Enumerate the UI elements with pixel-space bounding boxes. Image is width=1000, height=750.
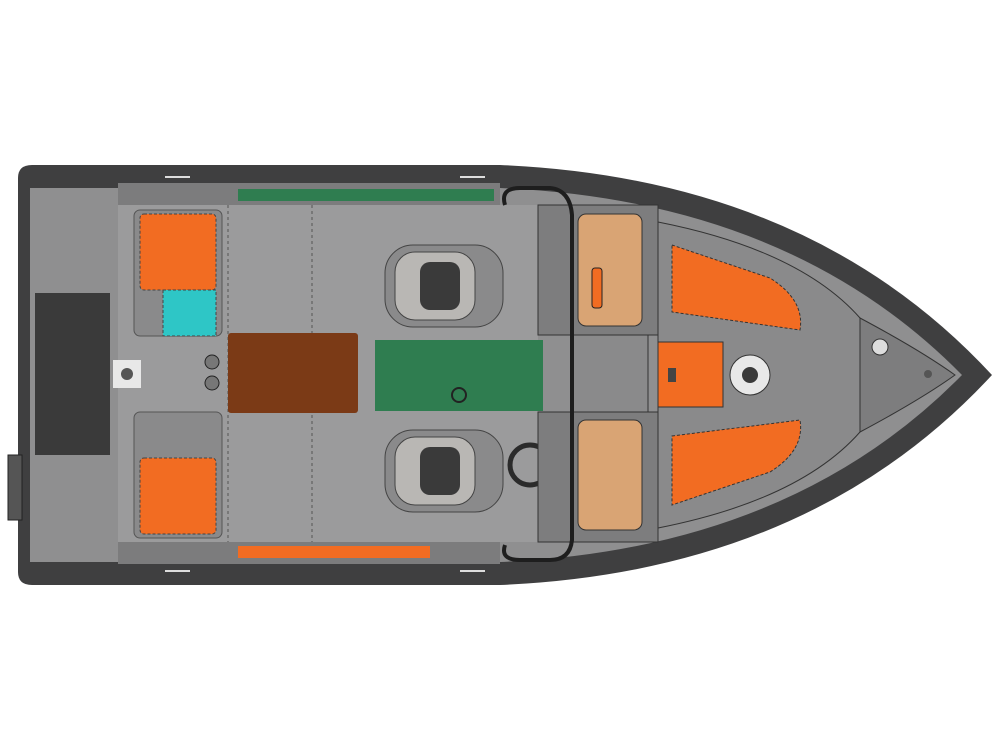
casting-deck-wood bbox=[228, 333, 358, 413]
bow-storage-hatch bbox=[657, 341, 724, 408]
cleat-icons bbox=[165, 176, 485, 572]
hatch-latch-icon bbox=[451, 387, 467, 403]
captain-chair-starboard bbox=[384, 429, 504, 513]
trolling-motor-hole bbox=[742, 367, 758, 383]
console-dash-starboard bbox=[577, 419, 643, 531]
glovebox-latch bbox=[591, 267, 603, 309]
orange-rod-storage bbox=[238, 546, 430, 558]
switch-icon-2 bbox=[204, 375, 220, 391]
console-walkthrough bbox=[571, 334, 649, 413]
console-dash-port bbox=[577, 213, 643, 327]
bow-cap-icon bbox=[871, 338, 889, 356]
bow-cushion-port bbox=[671, 244, 802, 331]
rear-cushion-starboard bbox=[139, 457, 217, 535]
rear-cushion-port bbox=[139, 213, 217, 291]
rear-livewell-cushion bbox=[162, 289, 217, 337]
green-rod-locker bbox=[238, 189, 494, 201]
switch-icon-1 bbox=[204, 354, 220, 370]
stern-well bbox=[35, 293, 110, 455]
bow-cushion-starboard bbox=[671, 419, 802, 506]
bow-hatch-latch bbox=[668, 368, 676, 382]
windshield-frame bbox=[502, 186, 574, 562]
stern-ladder bbox=[7, 454, 23, 521]
captain-chair-port bbox=[384, 244, 504, 328]
drain-icon bbox=[121, 368, 133, 380]
bow-light-icon bbox=[924, 370, 932, 378]
